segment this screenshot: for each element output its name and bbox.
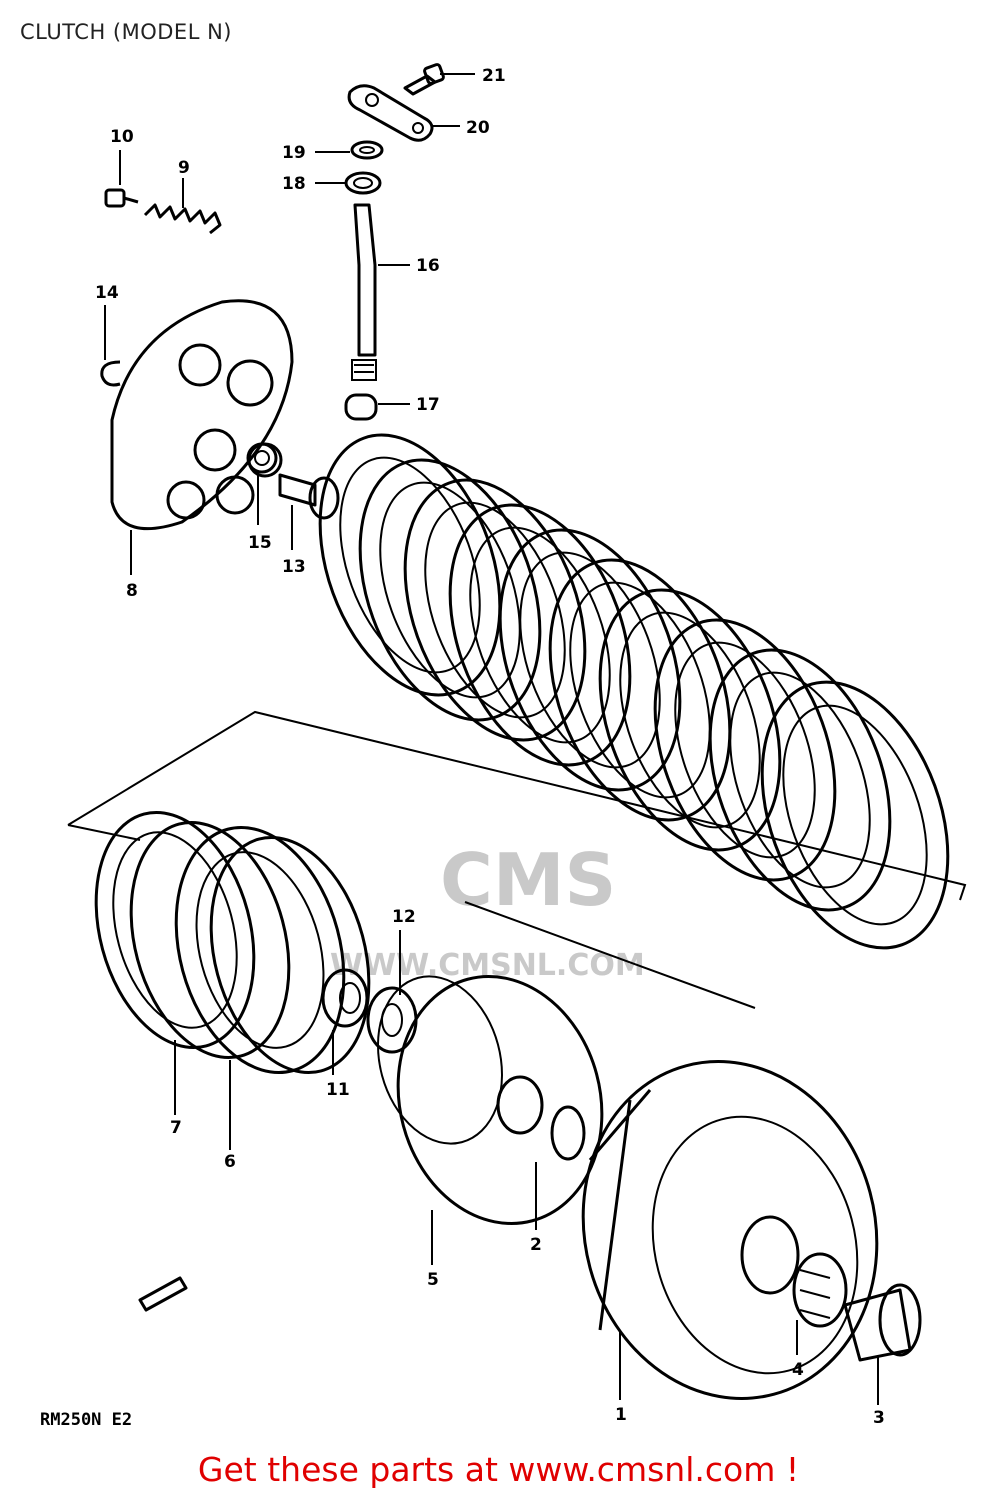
callout-leaders: [104, 73, 879, 1405]
model-code-label: RM250N E2: [40, 1410, 133, 1430]
clutch-plate[interactable]: [728, 656, 982, 973]
callout-15[interactable]: 15: [248, 533, 272, 553]
part-21-bolt[interactable]: [403, 63, 445, 96]
clutch-plate[interactable]: [372, 455, 618, 765]
diagram-title: CLUTCH (MODEL N): [20, 20, 232, 44]
callout-1[interactable]: 1: [615, 1405, 627, 1425]
footer-parts-link[interactable]: Get these parts at www.cmsnl.com !: [197, 1450, 800, 1489]
part-10-bolt[interactable]: [104, 188, 139, 208]
callout-17[interactable]: 17: [416, 395, 440, 415]
callout-9[interactable]: 9: [178, 158, 190, 178]
part-3-spacer[interactable]: [843, 1283, 922, 1362]
part-11-bearing[interactable]: [321, 968, 369, 1028]
callout-21[interactable]: 21: [482, 66, 506, 86]
callout-5[interactable]: 5: [427, 1270, 439, 1290]
clutch-plate[interactable]: [287, 410, 533, 720]
clutch-plate-stack: [287, 410, 982, 973]
callout-14[interactable]: 14: [95, 283, 119, 303]
plate-group-bracket: [67, 710, 967, 1009]
part-16-release-shaft[interactable]: [351, 203, 377, 381]
callout-6[interactable]: 6: [224, 1152, 236, 1172]
callout-19[interactable]: 19: [282, 143, 306, 163]
part-19-oil-seal[interactable]: [350, 140, 384, 160]
part-2-thrust-washer[interactable]: [550, 1105, 586, 1161]
part-14-circlip[interactable]: [100, 360, 121, 387]
callout-4[interactable]: 4: [792, 1360, 804, 1380]
part-6-friction-plates[interactable]: [150, 809, 393, 1092]
callout-18[interactable]: 18: [282, 174, 306, 194]
part-18-bearing[interactable]: [344, 171, 382, 195]
part-13-push-piece[interactable]: [278, 473, 340, 520]
callout-7[interactable]: 7: [170, 1118, 182, 1138]
callout-10[interactable]: 10: [110, 127, 134, 147]
part-8-pressure-plate[interactable]: [110, 299, 294, 531]
clutch-plate[interactable]: [567, 565, 813, 875]
callout-2[interactable]: 2: [530, 1235, 542, 1255]
callout-20[interactable]: 20: [466, 118, 490, 138]
callout-labels: 21 20 19 18 16 17 10 9 14 15 13 8 12 11 …: [95, 66, 885, 1428]
part-1-clutch-housing[interactable]: [546, 1028, 914, 1431]
clutch-plate[interactable]: [677, 625, 923, 935]
clutch-plate[interactable]: [622, 595, 868, 905]
part-17-bearing[interactable]: [344, 393, 378, 421]
callout-11[interactable]: 11: [326, 1080, 350, 1100]
part-20-release-arm[interactable]: [347, 84, 434, 142]
callout-8[interactable]: 8: [126, 581, 138, 601]
callout-13[interactable]: 13: [282, 557, 306, 577]
part-4-needle-bearing[interactable]: [792, 1252, 848, 1328]
watermark: CMS WWW.CMSNL.COM: [330, 838, 645, 983]
callout-3[interactable]: 3: [873, 1408, 885, 1428]
part-15-bearing[interactable]: [246, 442, 278, 474]
callout-16[interactable]: 16: [416, 256, 440, 276]
callout-12[interactable]: 12: [392, 907, 416, 927]
part-5-clutch-hub[interactable]: [360, 953, 629, 1246]
watermark-brand: CMS: [440, 838, 616, 922]
arrow-indicator-icon: [138, 1276, 188, 1312]
part-7-clutch-plates[interactable]: [71, 795, 313, 1076]
part-9-spring[interactable]: [143, 203, 222, 235]
